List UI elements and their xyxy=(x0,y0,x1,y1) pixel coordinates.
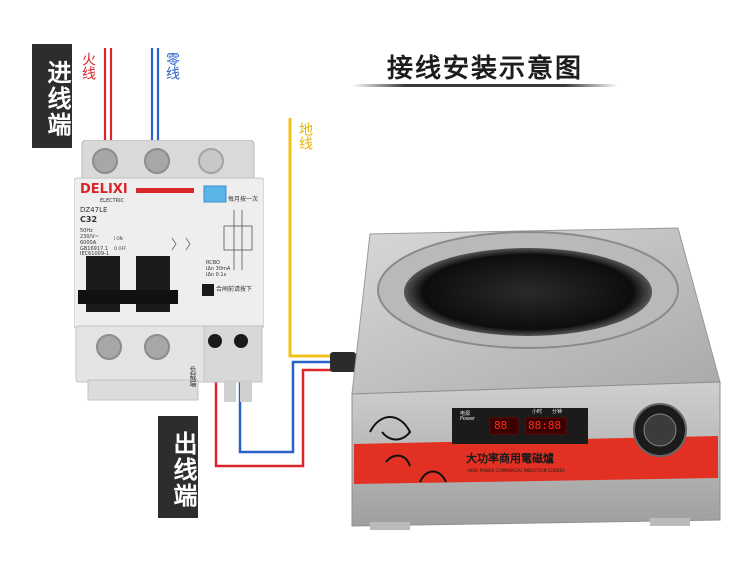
cooker-brand-text: 大功率商用電磁爐 xyxy=(466,452,554,465)
neutral-output-wire xyxy=(238,360,338,454)
breaker-std-1: GB16917.1 xyxy=(80,246,108,252)
load-terminal-right xyxy=(234,334,248,348)
output-terminal-label: 出线端 xyxy=(158,416,198,518)
input-terminal-label: 进线端 xyxy=(32,44,72,148)
page-title: 接线安装示意图 xyxy=(386,54,583,84)
breaker-on-label: I ON xyxy=(114,236,123,241)
breaker-rcbo-1: RCBO xyxy=(206,260,220,266)
breaker-spec-2: 230/V~ xyxy=(80,234,99,240)
output-live-terminal xyxy=(96,334,122,360)
breaker-spec-3: 6000A xyxy=(80,240,97,246)
panel-label-power: 电源 xyxy=(460,411,471,417)
test-terminal xyxy=(198,148,224,174)
live-output-wire xyxy=(214,368,338,468)
temperature-display: 88 xyxy=(494,419,508,432)
neutral-input-wire xyxy=(150,48,160,150)
load-terminal-left xyxy=(208,334,222,348)
live-input-wire xyxy=(103,48,113,150)
breaker-rating: C32 xyxy=(80,215,98,224)
breaker-rcbo-3: IΔn 0.1s xyxy=(206,272,227,278)
input-live-terminal xyxy=(92,148,118,174)
breaker-std-2: IEC61009-1 xyxy=(80,251,110,257)
breaker-brand: DELIXI xyxy=(80,182,128,197)
breaker-monthly-test-note: 每月按一次 xyxy=(228,196,259,203)
breaker-reset-note: 合闸前请按下 xyxy=(216,286,253,293)
output-neutral-terminal xyxy=(144,334,170,360)
timer-display: 88:88 xyxy=(528,419,562,432)
neutral-wire-label: 零线 xyxy=(164,52,180,80)
panel-label-power-en: Power xyxy=(460,416,476,422)
panel-label-hour: 小时 xyxy=(532,409,543,415)
induction-cooker: 电源 Power 小时 分钟 88 88:88 大功率商用電磁爐 HIGH PO… xyxy=(340,222,735,538)
breaker-spec-1: 50Hz xyxy=(80,228,93,234)
cable-gland xyxy=(330,352,356,372)
load-terminal-label: 负载端 xyxy=(189,366,197,387)
ground-wire-label: 地线 xyxy=(297,122,313,150)
input-neutral-terminal xyxy=(144,148,170,174)
breaker-rcbo-2: IΔn 30mA xyxy=(206,266,231,272)
breaker-off-label: O OFF xyxy=(114,246,127,251)
panel-label-minute: 分钟 xyxy=(552,409,563,415)
cooker-brand-subtext: HIGH POWER COMMERCIAL INDUCTION COOKER xyxy=(468,468,565,473)
breaker-model: DZ47LE xyxy=(80,206,108,214)
circuit-breaker: DELIXI ELECTRIC DZ47LE C32 50Hz 230/V~ 6… xyxy=(74,140,264,405)
breaker-brand-sub: ELECTRIC xyxy=(100,198,125,204)
live-wire-label: 火线 xyxy=(80,52,96,80)
title-underline xyxy=(352,84,618,87)
ground-wire xyxy=(288,118,338,358)
